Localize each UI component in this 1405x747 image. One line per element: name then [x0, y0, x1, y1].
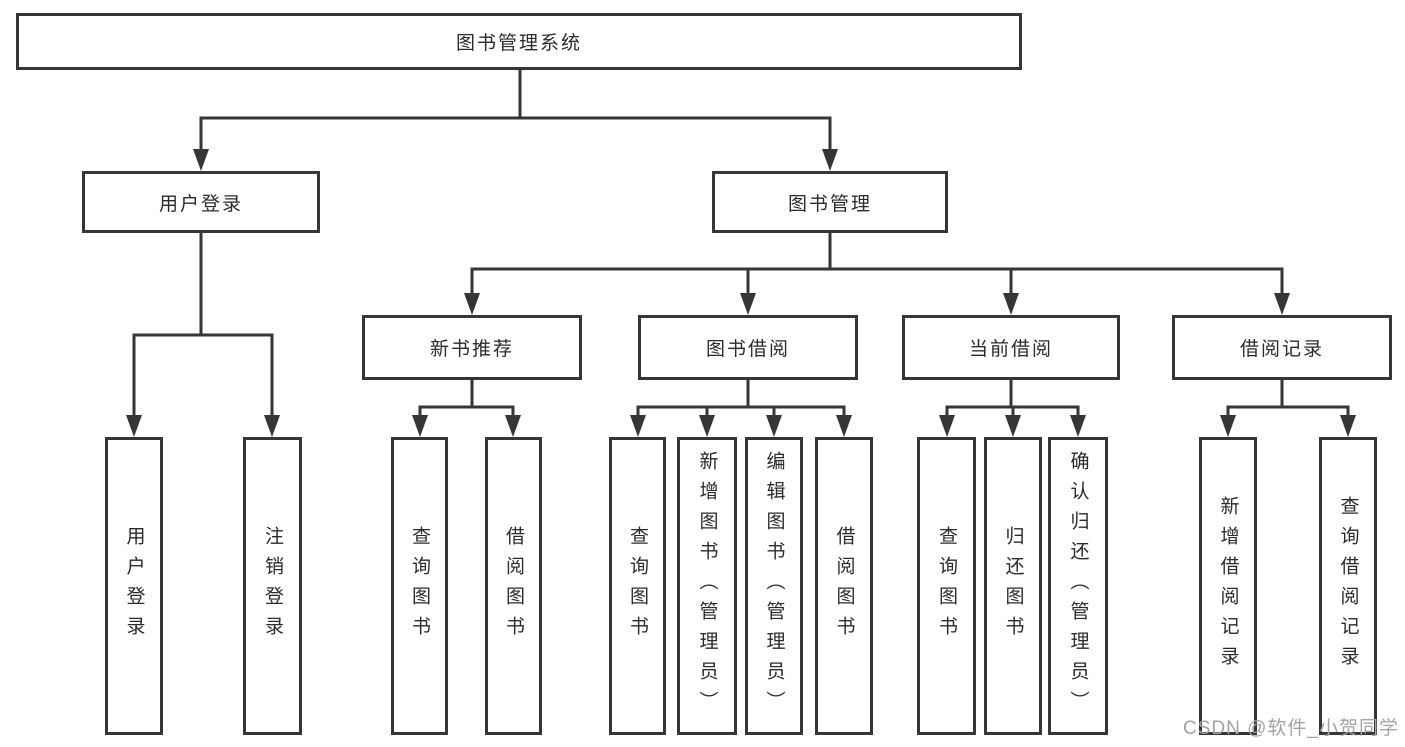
connector-book-borrow — [636, 378, 846, 420]
leaf-br-add-record: 新增借阅记录 — [1199, 437, 1257, 735]
leaf-logout: 注销登录 — [243, 437, 302, 735]
connector-borrow-record — [1226, 378, 1350, 420]
node-label: 查询图书 — [627, 526, 648, 646]
node-label: 编辑图书（管理员） — [763, 451, 785, 721]
csdn-watermark: CSDN @软件_小贺同学 — [1183, 718, 1399, 739]
node-label: 图书管理 — [787, 193, 872, 215]
leaf-bb-borrow-book: 借阅图书 — [815, 437, 873, 735]
arrow-icon — [699, 415, 715, 437]
connector-new-book-rec — [418, 378, 515, 420]
connector-user-login — [132, 231, 274, 420]
leaf-user-login: 用户登录 — [105, 437, 163, 735]
arrow-icon — [464, 293, 480, 315]
node-user-login: 用户登录 — [82, 171, 320, 233]
arrow-icon — [126, 415, 142, 437]
node-label: 借阅图书 — [503, 526, 524, 646]
arrow-icon — [1220, 415, 1236, 437]
arrow-icon — [1003, 293, 1019, 315]
leaf-bb-query-book: 查询图书 — [609, 437, 666, 735]
arrow-icon — [193, 149, 209, 171]
arrow-icon — [836, 415, 852, 437]
leaf-nbr-query-book: 查询图书 — [391, 437, 448, 735]
node-new-book-rec: 新书推荐 — [362, 315, 582, 380]
arrow-icon — [1005, 415, 1021, 437]
leaf-nbr-borrow-book: 借阅图书 — [485, 437, 542, 735]
arrow-icon — [766, 415, 782, 437]
node-label: 当前借阅 — [968, 339, 1053, 360]
node-label: 新增图书（管理员） — [696, 451, 718, 721]
arrow-icon — [939, 415, 955, 437]
node-label: 归还图书 — [1002, 526, 1024, 646]
arrow-icon — [740, 293, 756, 315]
connector-current-borrow — [945, 378, 1080, 420]
node-label: 用户登录 — [123, 526, 145, 646]
node-label: 借阅图书 — [833, 526, 855, 646]
node-label: 查询借阅记录 — [1337, 496, 1359, 676]
node-label: 查询图书 — [936, 526, 957, 646]
node-label: 图书管理系统 — [455, 33, 582, 54]
node-root: 图书管理系统 — [16, 13, 1022, 70]
arrow-icon — [412, 415, 428, 437]
node-label: 确认归还（管理员） — [1067, 451, 1089, 721]
node-label: 注销登录 — [262, 526, 283, 646]
node-label: 用户登录 — [158, 193, 243, 215]
leaf-cb-return-book: 归还图书 — [984, 437, 1042, 735]
arrow-icon — [630, 415, 646, 437]
node-current-borrow: 当前借阅 — [902, 315, 1120, 380]
leaf-br-query-record: 查询借阅记录 — [1319, 437, 1377, 735]
leaf-bb-add-book-admin: 新增图书（管理员） — [677, 437, 737, 735]
arrow-icon — [1070, 415, 1086, 437]
connector-root — [199, 68, 832, 154]
arrow-icon — [264, 415, 280, 437]
node-label: 查询图书 — [409, 526, 430, 646]
arrow-icon — [1274, 293, 1290, 315]
arrow-icon — [822, 149, 838, 171]
leaf-cb-query-book: 查询图书 — [917, 437, 976, 735]
node-book-borrow: 图书借阅 — [638, 315, 858, 380]
leaf-cb-confirm-return-admin: 确认归还（管理员） — [1048, 437, 1108, 735]
arrow-icon — [1340, 415, 1356, 437]
connector-book-mgmt — [470, 231, 1284, 298]
node-label: 新书推荐 — [429, 339, 514, 360]
node-book-mgmt: 图书管理 — [712, 171, 948, 233]
node-label: 新增借阅记录 — [1217, 496, 1239, 676]
node-label: 图书借阅 — [705, 339, 790, 360]
node-borrow-record: 借阅记录 — [1172, 315, 1392, 380]
leaf-bb-edit-book-admin: 编辑图书（管理员） — [745, 437, 803, 735]
node-label: 借阅记录 — [1239, 339, 1324, 360]
arrow-icon — [505, 415, 521, 437]
arrowheads — [126, 149, 1356, 437]
